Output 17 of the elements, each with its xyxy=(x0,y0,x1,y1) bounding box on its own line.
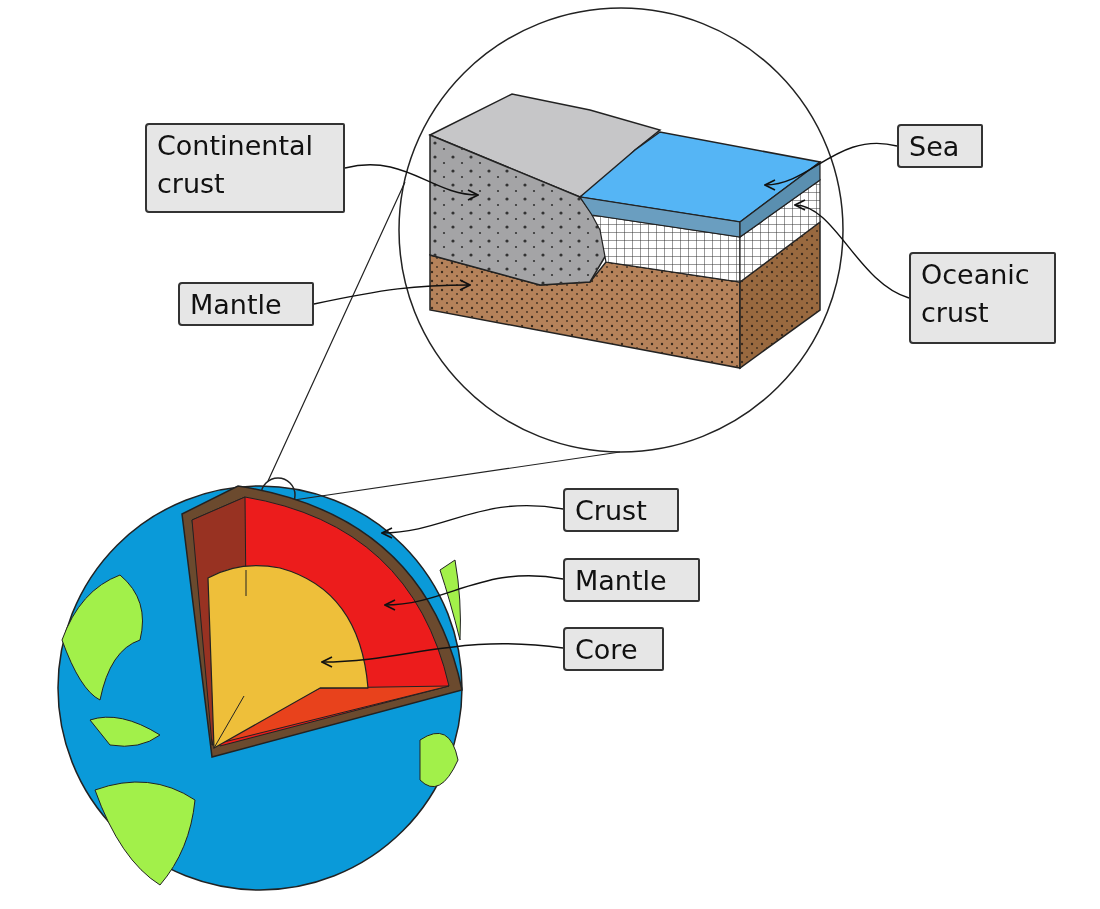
label-tag: Core xyxy=(563,627,664,671)
core-layer xyxy=(207,564,369,749)
leader-line xyxy=(381,504,564,539)
leader-line xyxy=(384,575,564,611)
oceanic-crust-block xyxy=(590,178,821,284)
label-tag: Mantle xyxy=(563,558,700,602)
sea-block xyxy=(578,131,822,239)
leader-line xyxy=(313,279,471,305)
label-tag: Sea xyxy=(897,124,983,168)
label-tag: Crust xyxy=(563,488,679,532)
label-tag: Mantle xyxy=(178,282,314,326)
label-tag: Continental crust xyxy=(145,123,345,213)
leader-line xyxy=(794,200,910,299)
leader-line xyxy=(344,164,479,201)
leader-line xyxy=(321,643,564,668)
leader-line xyxy=(764,142,898,190)
label-tag: Oceanic crust xyxy=(909,252,1056,344)
